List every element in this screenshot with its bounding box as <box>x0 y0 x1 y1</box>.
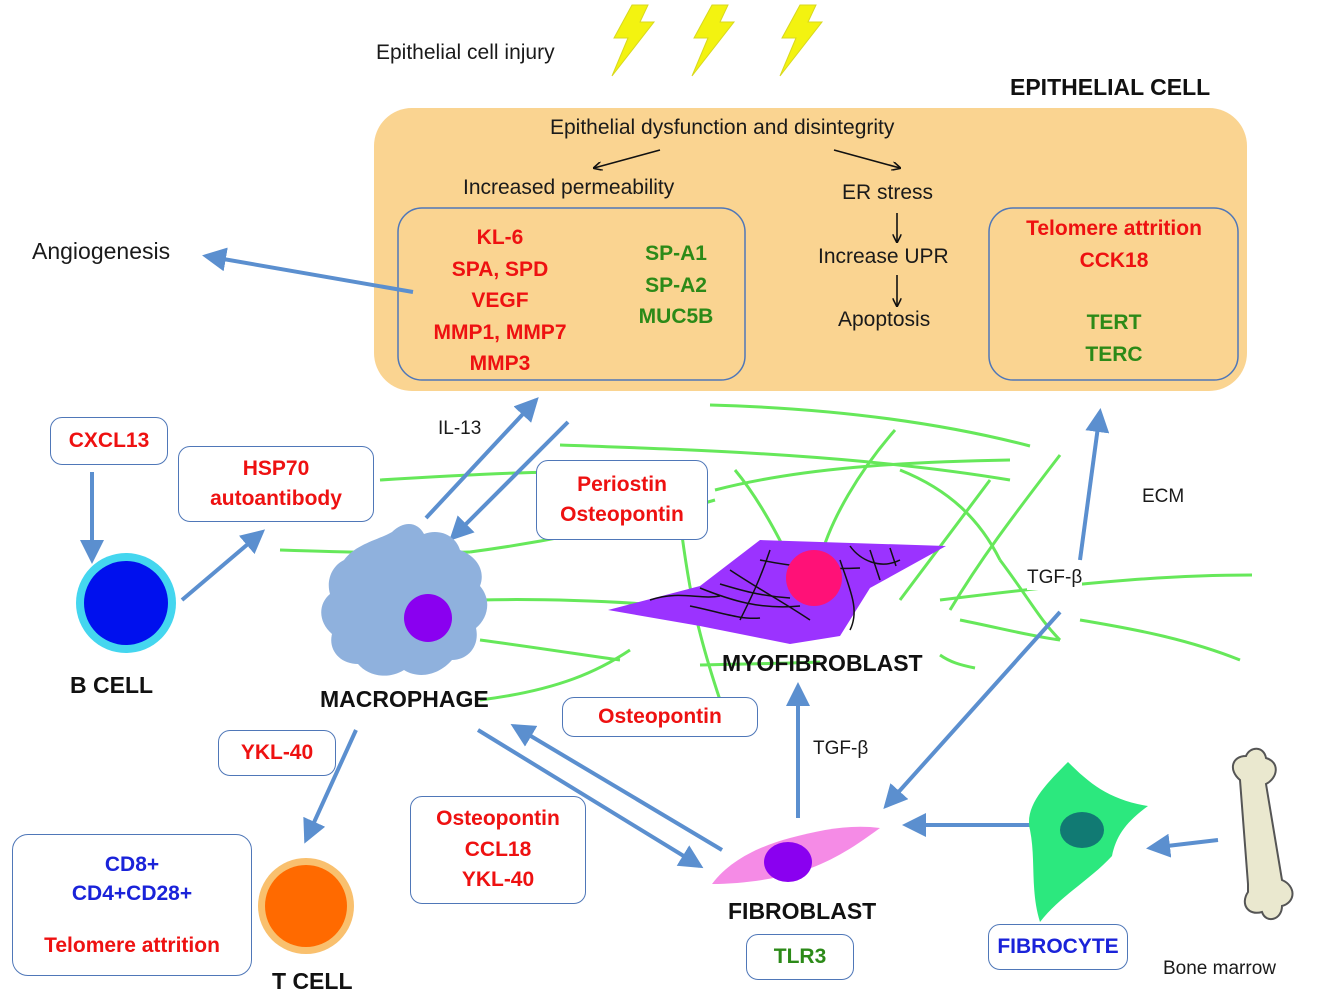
gene: MUC5B <box>638 305 714 328</box>
epithelial-cell-title: EPITHELIAL CELL <box>1010 74 1211 100</box>
bone-icon <box>1231 747 1294 921</box>
biomarker: MMP3 <box>469 352 531 375</box>
gene: SP-A2 <box>645 273 707 297</box>
fibrocyte <box>1028 762 1148 922</box>
gene: TERC <box>1085 342 1143 366</box>
b-cell <box>76 553 176 653</box>
cxcl13-box: CXCL13 <box>50 417 168 465</box>
permeability-biomarker-box <box>397 207 746 381</box>
arrow-bcell-to-hsp70 <box>180 529 266 602</box>
tgf-beta-upper-label: TGF-β <box>1027 567 1083 590</box>
tlr3-box: TLR3 <box>746 934 854 980</box>
arrow-macrophage-to-fibroblast <box>476 728 704 869</box>
bone-marrow-label: Bone marrow <box>1163 958 1276 979</box>
biomarker: Telomere attrition <box>44 933 220 957</box>
biomarker: YKL-40 <box>240 740 314 764</box>
permeability-red-list: KL-6 SPA, SPD VEGF MMP1, MMP7 MMP3 <box>420 222 580 380</box>
epithelial-cell-region <box>374 108 1247 391</box>
fibroblast-biomarker-box: Osteopontin CCL18 YKL-40 <box>410 796 586 904</box>
increased-permeability-label: Increased permeability <box>463 176 675 199</box>
arrow-bone-to-fibrocyte <box>1146 833 1219 858</box>
biomarker: Telomere attrition <box>1026 217 1202 240</box>
biomarker: CCL18 <box>464 837 532 861</box>
osteopontin-box: Osteopontin <box>562 697 758 737</box>
fibroblast-label: FIBROBLAST <box>728 898 877 924</box>
myofibroblast-label: MYOFIBROBLAST <box>722 650 923 676</box>
arrow-macrophage-to-tcell <box>303 729 358 844</box>
arrow-epithelium-to-macrophage <box>449 420 570 541</box>
er-stress-label: ER stress <box>842 181 934 204</box>
arrow-to-permeability <box>594 149 661 168</box>
ecm-label: ECM <box>1142 486 1185 507</box>
arrow-macrophage-to-epithelium <box>424 397 539 520</box>
biomarker: CD8+ <box>104 852 160 876</box>
biomarker: autoantibody <box>210 487 342 510</box>
t-cell-label: T CELL <box>272 968 353 994</box>
permeability-green-list: SP-A1 SP-A2 MUC5B <box>616 238 736 333</box>
lightning-icon <box>779 4 824 77</box>
t-cell <box>258 858 354 954</box>
biomarker: KL-6 <box>476 226 524 249</box>
tgf-beta-lower-label: TGF-β <box>813 738 869 759</box>
biomarker: YKL-40 <box>461 868 535 892</box>
biomarker: SPA, SPD <box>451 257 549 281</box>
biomarker: CCK18 <box>1079 248 1149 272</box>
biomarker: CD4+CD28+ <box>71 882 193 906</box>
b-cell-label: B CELL <box>70 672 154 698</box>
epithelial-injury-label: Epithelial cell injury <box>376 41 555 64</box>
biomarker: VEGF <box>471 289 529 312</box>
macrophage <box>321 523 488 676</box>
tcell-biomarker-box: CD8+ CD4+CD28+ Telomere attrition <box>12 834 252 976</box>
fibrocyte-box: FIBROCYTE <box>988 924 1128 970</box>
fibroblast <box>712 826 880 884</box>
lightning-icon <box>691 4 736 77</box>
angiogenesis-label: Angiogenesis <box>32 238 171 264</box>
telomere-red-list: Telomere attrition CCK18 <box>1000 213 1228 276</box>
lightning-icon <box>611 4 656 77</box>
biomarker: CXCL13 <box>68 428 150 452</box>
telomere-green-list: TERT TERC <box>1000 307 1228 370</box>
ykl40-box: YKL-40 <box>218 730 336 776</box>
apoptosis-label: Apoptosis <box>838 308 931 331</box>
biomarker: Osteopontin <box>598 704 722 728</box>
telomere-biomarker-box <box>988 207 1239 381</box>
gene: SP-A1 <box>645 242 707 265</box>
myofibroblast <box>608 540 946 644</box>
arrow-to-er-stress <box>833 149 900 168</box>
biomarker: HSP70 <box>242 456 310 480</box>
arrow-tgf-to-fibroblast <box>883 610 1062 809</box>
dysfunction-label: Epithelial dysfunction and disintegrity <box>550 116 895 139</box>
arrow-fibroblast-to-macrophage <box>510 723 724 852</box>
arrow-to-angiogenesis <box>202 247 414 294</box>
macrophage-label: MACROPHAGE <box>320 686 489 712</box>
cell-label: FIBROCYTE <box>997 934 1119 958</box>
biomarker: Osteopontin <box>560 503 684 526</box>
biomarker: MMP1, MMP7 <box>433 320 567 344</box>
biomarker: Osteopontin <box>436 807 560 831</box>
periostin-box: Periostin Osteopontin <box>536 460 708 540</box>
biomarker: Periostin <box>577 472 667 496</box>
arrow-tgf-to-epithelium <box>1078 408 1110 561</box>
hsp70-box: HSP70 autoantibody <box>178 446 374 522</box>
increase-upr-label: Increase UPR <box>818 245 949 268</box>
gene: TERT <box>1086 311 1142 334</box>
gene: TLR3 <box>773 944 827 968</box>
il13-label: IL-13 <box>438 418 482 439</box>
